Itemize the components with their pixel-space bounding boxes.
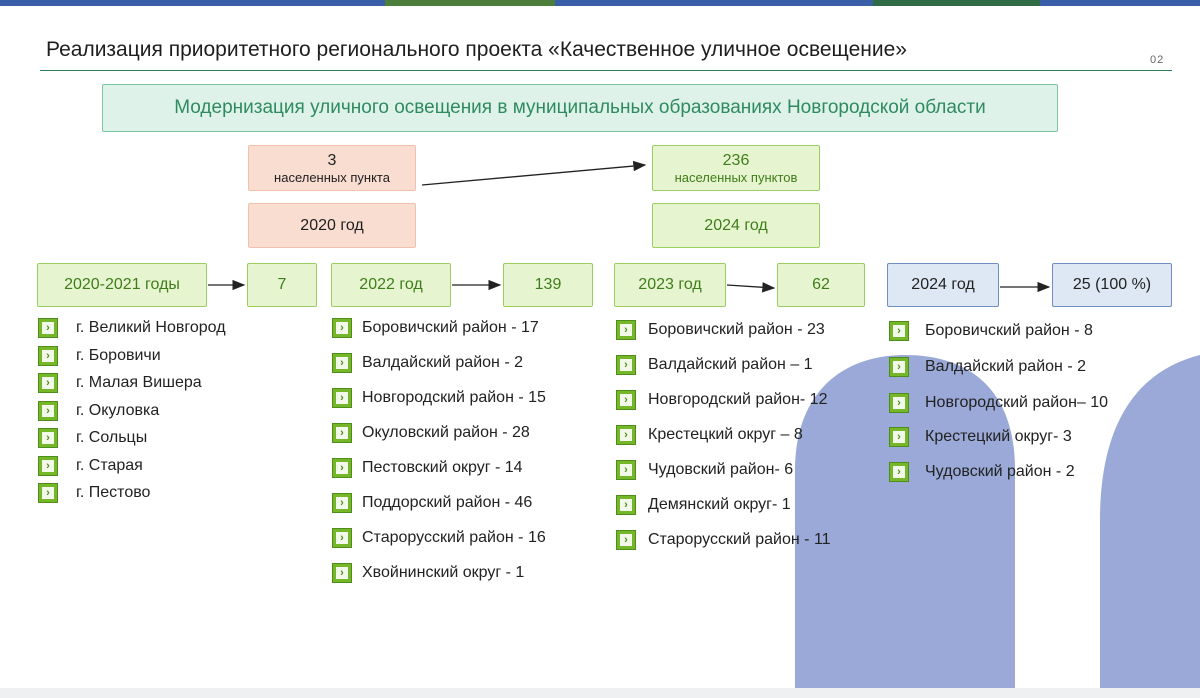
top-photo-strip <box>873 0 1040 6</box>
list-item: ›г. Малая Вишера <box>38 373 202 393</box>
check-square-icon: › <box>889 321 909 341</box>
check-square-icon: › <box>38 401 58 421</box>
list-item: ›Валдайский район – 1 <box>616 355 813 375</box>
list-item: ›Демянский округ- 1 <box>616 495 791 515</box>
check-square-icon: › <box>332 563 352 583</box>
list-item: ›Боровичский район - 17 <box>332 318 539 338</box>
list-item: ›Окуловский район - 28 <box>332 423 530 443</box>
summary-right-year: 2024 год <box>704 216 768 234</box>
top-photo-strip <box>385 0 555 6</box>
list-item: ›г. Великий Новгород <box>38 318 226 338</box>
slide-title: Реализация приоритетного регионального п… <box>46 38 907 61</box>
list-item: ›г. Старая <box>38 456 143 476</box>
period-label: 2024 год <box>911 276 975 293</box>
period-label: 2023 год <box>638 276 702 293</box>
total-label: 25 (100 %) <box>1072 276 1152 293</box>
summary-2020-year-box: 2020 год <box>248 203 416 248</box>
check-square-icon: › <box>616 355 636 375</box>
check-square-icon: › <box>332 353 352 373</box>
page-number: 02 <box>1150 54 1165 66</box>
list-item: ›Крестецкий округ- 3 <box>889 427 1072 447</box>
arrow-col3 <box>726 282 776 293</box>
list-item: ›Поддорский район - 46 <box>332 493 532 513</box>
top-strip <box>0 0 1200 6</box>
check-square-icon: › <box>889 393 909 413</box>
list-item: ›г. Окуловка <box>38 401 159 421</box>
check-square-icon: › <box>889 357 909 377</box>
list-item: ›Чудовский район- 6 <box>616 460 793 480</box>
list-item: ›Чудовский район - 2 <box>889 462 1075 482</box>
check-square-icon: › <box>332 318 352 338</box>
summary-left-label: населенных пункта <box>274 169 390 185</box>
total-label: 7 <box>277 276 287 293</box>
check-square-icon: › <box>332 493 352 513</box>
check-square-icon: › <box>38 318 58 338</box>
check-square-icon: › <box>616 390 636 410</box>
check-square-icon: › <box>38 483 58 503</box>
period-box-2024: 2024 год <box>887 263 999 307</box>
summary-right-label: населенных пунктов <box>674 169 798 185</box>
check-square-icon: › <box>616 425 636 445</box>
check-square-icon: › <box>616 495 636 515</box>
summary-left-count: 3 <box>327 151 337 169</box>
list-item: ›г. Боровичи <box>38 346 161 366</box>
check-square-icon: › <box>332 388 352 408</box>
subtitle-banner: Модернизация уличного освещения в муници… <box>102 84 1058 132</box>
period-box-2022: 2022 год <box>331 263 451 307</box>
total-box-2020-2021: 7 <box>247 263 317 307</box>
list-item: ›Новгородский район- 12 <box>616 390 827 410</box>
list-item: ›Валдайский район - 2 <box>889 357 1086 377</box>
check-square-icon: › <box>616 320 636 340</box>
period-label: 2020-2021 годы <box>64 276 180 293</box>
list-item: ›Пестовский округ - 14 <box>332 458 523 478</box>
list-item: ›г. Пестово <box>38 483 150 503</box>
total-label: 139 <box>534 276 562 293</box>
period-box-2023: 2023 год <box>614 263 726 307</box>
list-item: ›Крестецкий округ – 8 <box>616 425 803 445</box>
check-square-icon: › <box>332 423 352 443</box>
arrow-summary <box>421 160 647 186</box>
period-box-2020-2021: 2020-2021 годы <box>37 263 207 307</box>
check-square-icon: › <box>38 373 58 393</box>
total-box-2022: 139 <box>503 263 593 307</box>
period-label: 2022 год <box>359 276 423 293</box>
list-item: ›Старорусский район - 16 <box>332 528 546 548</box>
check-square-icon: › <box>889 462 909 482</box>
total-box-2023: 62 <box>777 263 865 307</box>
check-square-icon: › <box>332 458 352 478</box>
check-square-icon: › <box>616 460 636 480</box>
check-square-icon: › <box>889 427 909 447</box>
list-item: ›Старорусский район - 11 <box>616 530 831 550</box>
summary-2020-count-box: 3 населенных пункта <box>248 145 416 191</box>
list-item: ›Новгородский район– 10 <box>889 393 1108 413</box>
check-square-icon: › <box>38 428 58 448</box>
title-divider <box>40 70 1172 71</box>
banner-text: Модернизация уличного освещения в муници… <box>174 97 986 118</box>
list-item: ›г. Сольцы <box>38 428 147 448</box>
list-item: ›Валдайский район - 2 <box>332 353 523 373</box>
bottom-strip <box>0 688 1200 698</box>
check-square-icon: › <box>616 530 636 550</box>
summary-2024-count-box: 236 населенных пунктов <box>652 145 820 191</box>
summary-left-year: 2020 год <box>300 216 364 234</box>
list-item: ›Новгородский район - 15 <box>332 388 546 408</box>
check-square-icon: › <box>38 346 58 366</box>
check-square-icon: › <box>332 528 352 548</box>
total-box-2024: 25 (100 %) <box>1052 263 1172 307</box>
list-item: ›Боровичский район - 8 <box>889 321 1093 341</box>
summary-2024-year-box: 2024 год <box>652 203 820 248</box>
total-label: 62 <box>812 276 830 293</box>
list-item: ›Боровичский район - 23 <box>616 320 825 340</box>
summary-right-count: 236 <box>722 151 750 169</box>
check-square-icon: › <box>38 456 58 476</box>
list-item: ›Хвойнинский округ - 1 <box>332 563 524 583</box>
